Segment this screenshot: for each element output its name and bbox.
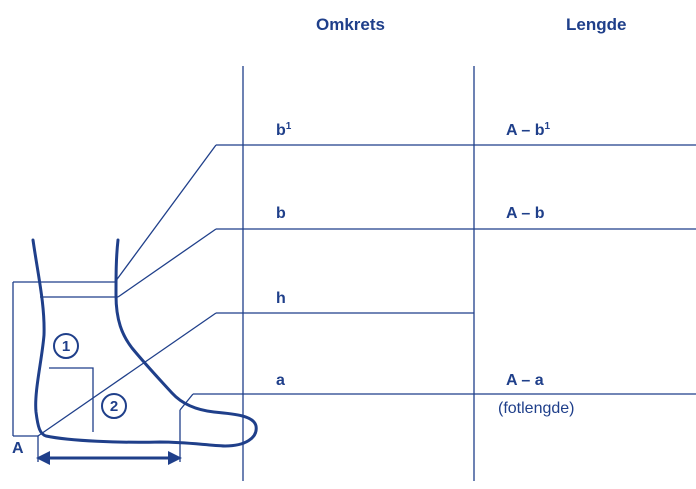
marker-1: 1 (53, 333, 79, 359)
len-note-a: (fotlengde) (498, 400, 575, 417)
length-arrow-left-head (36, 451, 50, 465)
leader-a (179, 393, 194, 411)
leader-h (37, 312, 217, 437)
foot-outline (31, 238, 258, 448)
marker-box (49, 367, 94, 432)
len-label-b1: A – b1 (506, 121, 551, 139)
marker-2: 2 (101, 393, 127, 419)
length-arrow-right-head (168, 451, 182, 465)
header-circumference: Omkrets (316, 15, 385, 34)
circ-label-a: a (276, 372, 285, 389)
circ-label-b: b (276, 205, 286, 222)
circ-label-h: h (276, 290, 286, 307)
point-label-a: A (12, 440, 24, 457)
len-label-b: A – b (506, 205, 545, 222)
leader-b (117, 228, 217, 298)
leader-b1 (114, 144, 217, 283)
len-label-a: A – a (506, 372, 544, 389)
header-length: Lengde (566, 15, 627, 34)
circ-label-b1: b1 (276, 121, 292, 139)
